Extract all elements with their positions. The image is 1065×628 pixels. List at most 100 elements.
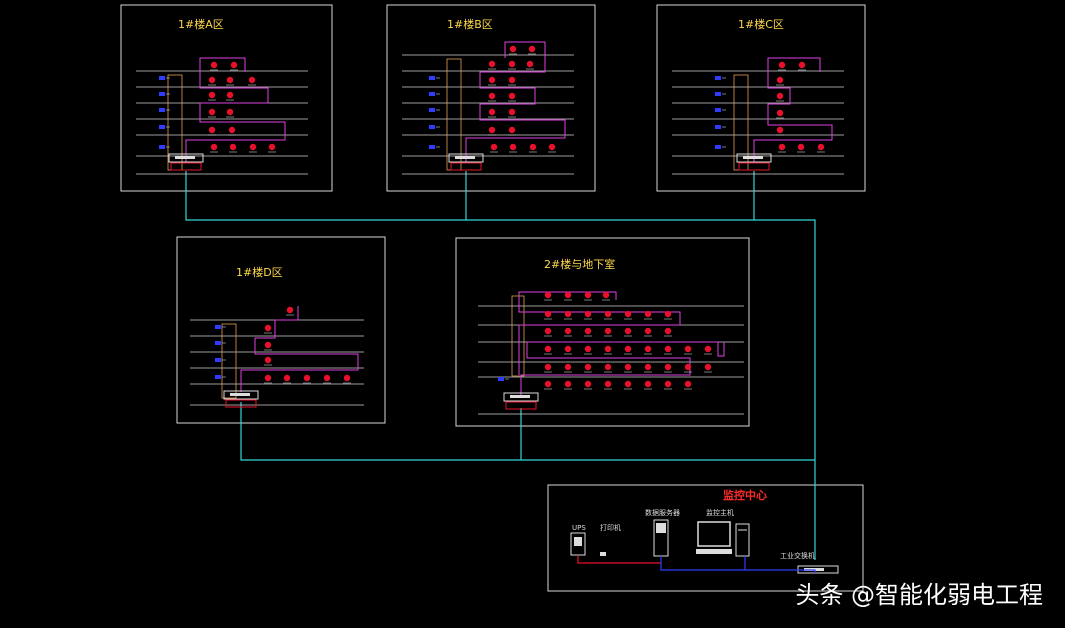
- alarm-detector-icon: [490, 143, 498, 151]
- controller-icon: [168, 153, 204, 163]
- pc-tower-icon: [735, 523, 750, 557]
- field-device-icon: [215, 375, 221, 379]
- watermark: 头条 @智能化弱电工程: [795, 581, 1043, 609]
- ups-icon-face: [574, 537, 582, 546]
- controller-icon-face: [455, 156, 475, 159]
- alarm-detector-icon: [584, 327, 592, 335]
- alarm-detector-icon: [508, 76, 516, 84]
- alarm-detector-icon: [488, 92, 496, 100]
- server-icon-panel: [656, 523, 666, 533]
- alarm-bus: [185, 57, 286, 163]
- ups-label: UPS: [572, 524, 586, 532]
- panel-a-frame: [120, 4, 333, 192]
- alarm-detector-icon: [564, 345, 572, 353]
- network-wiring: [660, 556, 816, 573]
- field-device-icon: [715, 92, 721, 96]
- field-device-icon: [429, 76, 435, 80]
- alarm-detector-icon: [210, 143, 218, 151]
- alarm-detector-icon: [264, 374, 272, 382]
- alarm-detector-icon: [664, 380, 672, 388]
- alarm-detector-icon: [208, 76, 216, 84]
- control-center-frame: [547, 484, 864, 592]
- alarm-detector-icon: [664, 345, 672, 353]
- alarm-detector-icon: [798, 61, 806, 69]
- controller-icon: [736, 153, 772, 163]
- alarm-detector-icon: [509, 143, 517, 151]
- server-label: 数据服务器: [645, 508, 680, 517]
- controller-icon-face: [175, 156, 195, 159]
- alarm-detector-icon: [544, 345, 552, 353]
- alarm-detector-icon: [564, 327, 572, 335]
- field-device-icon: [215, 358, 221, 362]
- alarm-detector-icon: [704, 363, 712, 371]
- alarm-detector-icon: [208, 91, 216, 99]
- panel-e-frame: [455, 237, 750, 427]
- controller-box: [170, 162, 202, 171]
- alarm-detector-icon: [664, 310, 672, 318]
- alarm-detector-icon: [249, 143, 257, 151]
- alarm-detector-icon: [564, 291, 572, 299]
- controller-icon-face: [510, 395, 530, 398]
- alarm-detector-icon: [264, 356, 272, 364]
- trunk-network: [185, 171, 816, 560]
- field-device-icon: [215, 325, 221, 329]
- alarm-detector-icon: [624, 327, 632, 335]
- controller-icon: [223, 390, 259, 400]
- field-device-icon: [215, 341, 221, 345]
- controller-icon: [503, 392, 539, 402]
- alarm-detector-icon: [210, 61, 218, 69]
- controller-box: [738, 162, 770, 171]
- panel-b-frame: [386, 4, 596, 192]
- alarm-bus: [240, 306, 359, 392]
- control-center-title: 监控中心: [723, 488, 767, 502]
- alarm-detector-icon: [704, 345, 712, 353]
- alarm-detector-icon: [584, 363, 592, 371]
- field-device-icon: [429, 92, 435, 96]
- alarm-bus: [518, 291, 681, 375]
- riser-bracket: [446, 58, 462, 171]
- alarm-detector-icon: [604, 327, 612, 335]
- alarm-detector-icon: [624, 345, 632, 353]
- alarm-detector-icon: [604, 363, 612, 371]
- alarm-detector-icon: [323, 374, 331, 382]
- alarm-detector-icon: [229, 143, 237, 151]
- alarm-detector-icon: [548, 143, 556, 151]
- alarm-detector-icon: [544, 380, 552, 388]
- alarm-detector-icon: [776, 92, 784, 100]
- alarm-detector-icon: [526, 60, 534, 68]
- alarm-detector-icon: [228, 126, 236, 134]
- riser-bracket: [221, 323, 237, 399]
- panel-d-title: 1#楼D区: [236, 265, 283, 279]
- alarm-detector-icon: [544, 310, 552, 318]
- keyboard-icon: [696, 549, 732, 554]
- alarm-detector-icon: [664, 327, 672, 335]
- panel-internals: [136, 41, 844, 415]
- alarm-detector-icon: [644, 363, 652, 371]
- alarm-detector-icon: [544, 291, 552, 299]
- alarm-detector-icon: [488, 108, 496, 116]
- field-device-icon: [429, 145, 435, 149]
- control-center: UPS 打印机 数据服务器 监控主机 工业交换机: [570, 508, 839, 574]
- alarm-detector-icon: [602, 291, 610, 299]
- alarm-detector-icon: [208, 126, 216, 134]
- alarm-detector-icon: [509, 45, 517, 53]
- alarm-detector-icon: [776, 109, 784, 117]
- alarm-detector-icon: [776, 126, 784, 134]
- alarm-detector-icon: [644, 327, 652, 335]
- alarm-detector-icon: [264, 324, 272, 332]
- field-device-icon: [498, 377, 504, 381]
- field-device-icon: [159, 92, 165, 96]
- field-device-icon: [715, 108, 721, 112]
- alarm-detector-icon: [776, 76, 784, 84]
- alarm-detector-icon: [624, 380, 632, 388]
- ups-icon: [570, 532, 586, 556]
- panel-d-frame: [176, 236, 386, 424]
- alarm-detector-icon: [584, 345, 592, 353]
- field-device-icon: [715, 125, 721, 129]
- field-device-icon: [429, 125, 435, 129]
- alarm-detector-icon: [268, 143, 276, 151]
- alarm-detector-icon: [488, 126, 496, 134]
- alarm-detector-icon: [684, 363, 692, 371]
- alarm-detector-icon: [584, 380, 592, 388]
